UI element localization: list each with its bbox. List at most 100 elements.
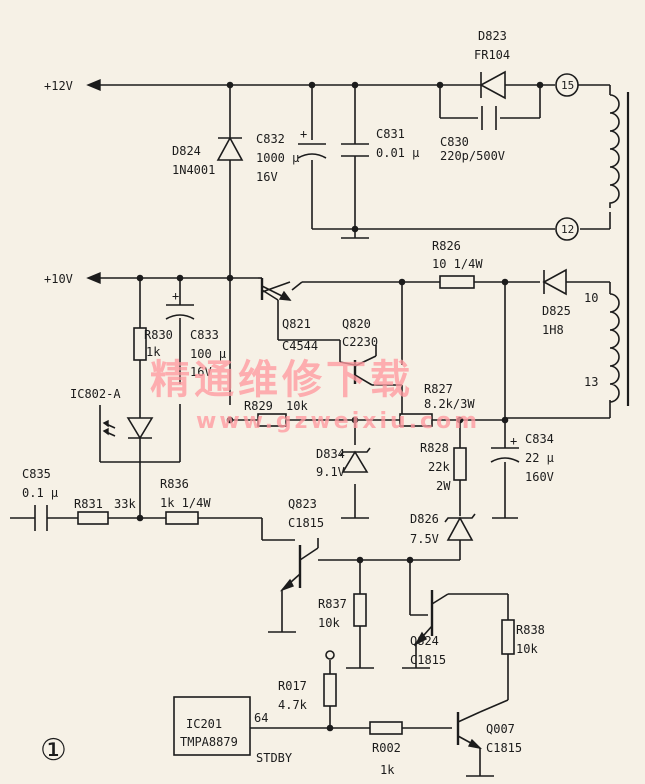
diode-d823 — [479, 70, 506, 100]
value-r826: 10 1/4W — [432, 257, 483, 271]
watermark: 精通维修下载 www.gzweixiu.com — [150, 356, 480, 434]
label-c833: C833 — [190, 328, 219, 342]
label-r829: R829 — [244, 399, 273, 413]
watermark-cn: 精通维修下载 — [150, 356, 414, 403]
value-d834: 9.1V — [316, 465, 345, 479]
resistor-r828 — [453, 447, 467, 481]
label-r831: R831 — [74, 497, 103, 511]
resistor-r017 — [323, 673, 337, 707]
value-c835: 0.1 μ — [22, 486, 58, 500]
label-d826: D826 — [410, 512, 439, 526]
plus-c833: + — [172, 289, 179, 303]
value-c833: 100 μ — [190, 347, 226, 361]
label-plus10v: +10V — [44, 272, 73, 286]
value-c831: 0.01 μ — [376, 146, 419, 160]
pin-15-marker — [555, 73, 579, 97]
value2-c832: 16V — [256, 170, 278, 184]
resistor-r002 — [369, 721, 403, 735]
label-d834: D834 — [316, 447, 345, 461]
label-c831: C831 — [376, 127, 405, 141]
transformer-winding-lower — [609, 293, 620, 403]
resistor-r829 — [257, 413, 287, 427]
label-c832: C832 — [256, 132, 285, 146]
zener-d826 — [444, 513, 476, 541]
label-q007: Q007 — [486, 722, 515, 736]
value-d823: FR104 — [474, 48, 510, 62]
transistor-q824 — [414, 590, 434, 646]
value-q821: C4544 — [282, 339, 318, 353]
plus-c832: + — [300, 127, 307, 141]
value-c830: 220p/500V — [440, 149, 505, 163]
label-d823: D823 — [478, 29, 507, 43]
label-r838: R838 — [516, 623, 545, 637]
plus12v-arrow-icon — [86, 78, 101, 92]
label-r828: R828 — [420, 441, 449, 455]
label-ic201-pin: 64 — [254, 711, 268, 725]
label-r830: R830 — [144, 328, 173, 342]
label-q821: Q821 — [282, 317, 311, 331]
pin-15-label: 15 — [561, 79, 574, 92]
pin-10-label: 10 — [584, 291, 598, 305]
value-d824: 1N4001 — [172, 163, 215, 177]
capacitor-c835 — [34, 505, 48, 531]
optocoupler-ic802a — [99, 405, 154, 462]
label-ic201: IC201 — [186, 717, 222, 731]
figure-number: ① — [40, 733, 67, 768]
value-q824: C1815 — [410, 653, 446, 667]
value-d825: 1H8 — [542, 323, 564, 337]
capacitor-c833 — [165, 304, 195, 320]
label-c835: C835 — [22, 467, 51, 481]
label-r017: R017 — [278, 679, 307, 693]
resistor-r826 — [439, 275, 475, 289]
capacitor-c831 — [341, 143, 369, 157]
label-r826: R826 — [432, 239, 461, 253]
label-r836: R836 — [160, 477, 189, 491]
pin-12-label: 12 — [561, 223, 574, 236]
diode-d825 — [542, 268, 567, 296]
value2-c834: 160V — [525, 470, 554, 484]
value2-r828: 2W — [436, 479, 451, 493]
value-q007: C1815 — [486, 741, 522, 755]
value-q820: C2230 — [342, 335, 378, 349]
resistor-r830 — [133, 327, 147, 361]
value-d826: 7.5V — [410, 532, 439, 546]
junction-dots — [136, 81, 544, 732]
transistor-q820 — [353, 345, 377, 384]
capacitor-c832 — [297, 143, 327, 159]
label-r002: R002 — [372, 741, 401, 755]
value-q823: C1815 — [288, 516, 324, 530]
value2-c833: 16V — [190, 365, 212, 379]
label-plus12v: +12V — [44, 79, 73, 93]
resistor-r827 — [399, 413, 433, 427]
label-q824: Q824 — [410, 634, 439, 648]
diode-d824 — [216, 136, 244, 161]
plus10v-arrow-icon — [86, 271, 101, 285]
plus-c834: + — [510, 434, 517, 448]
value-r838: 10k — [516, 642, 538, 656]
r017-terminal — [325, 650, 335, 660]
ground-symbols — [341, 237, 369, 519]
label-q823: Q823 — [288, 497, 317, 511]
pin-13-label: 13 — [584, 375, 598, 389]
transistor-q823 — [279, 545, 302, 592]
value-r017: 4.7k — [278, 698, 308, 712]
watermark-url: www.gzweixiu.com — [196, 409, 480, 434]
value-r002: 1k — [380, 763, 395, 777]
resistor-r838 — [501, 619, 515, 655]
value-r830: 1k — [146, 345, 161, 359]
label-d825: D825 — [542, 304, 571, 318]
resistor-r837 — [353, 593, 367, 627]
resistor-r831 — [77, 511, 109, 525]
label-r837: R837 — [318, 597, 347, 611]
value-r828: 22k — [428, 460, 450, 474]
value-c832: 1000 μ — [256, 151, 299, 165]
label-c830: C830 — [440, 135, 469, 149]
value-c834: 22 μ — [525, 451, 554, 465]
capacitor-c834 — [490, 447, 520, 463]
label-stdby: STDBY — [256, 751, 293, 765]
label-d824: D824 — [172, 144, 201, 158]
value-r836: 1k 1/4W — [160, 496, 211, 510]
value-r829: 10k — [286, 399, 308, 413]
